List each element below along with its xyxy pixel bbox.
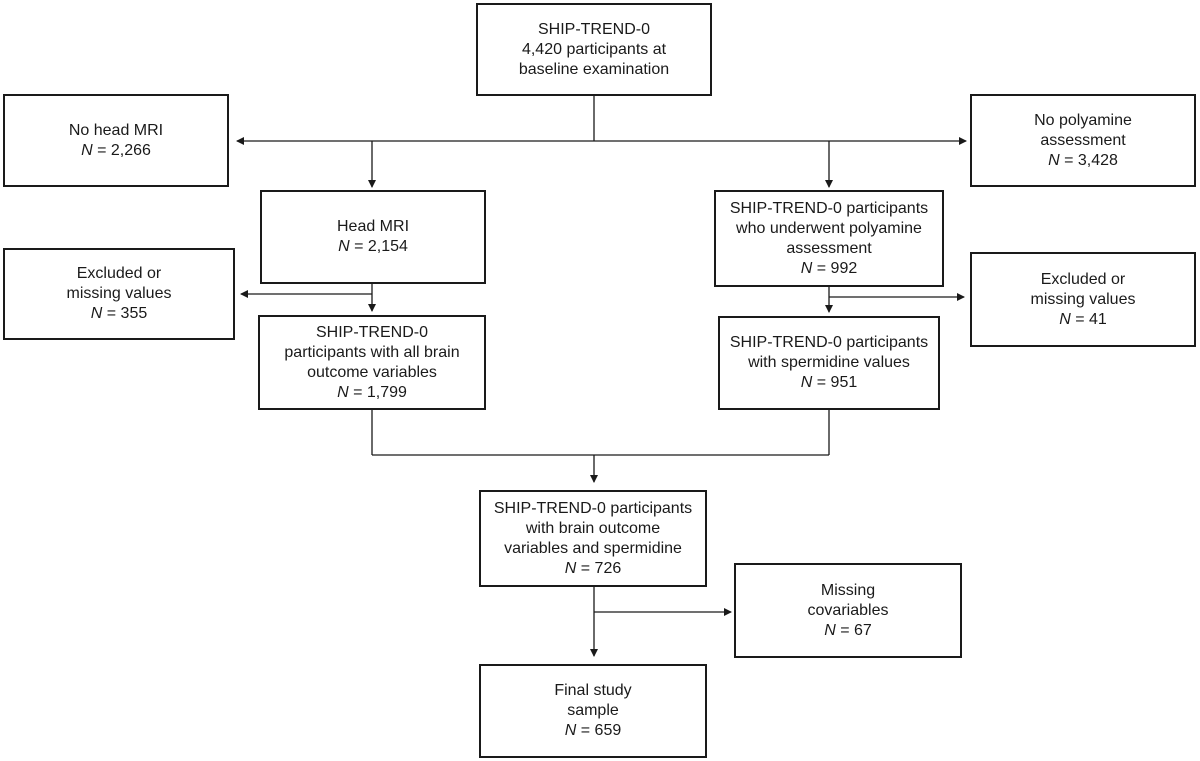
box-no-polyamine: No polyamine assessment N = 3,428 bbox=[970, 94, 1196, 187]
n-value: = 992 bbox=[812, 259, 858, 277]
box-missing-covariables-line-1: Missing bbox=[820, 581, 876, 599]
box-polyamine-assessed: SHIP-TREND-0 participants who underwent … bbox=[714, 190, 944, 287]
box-no-head-mri-line-1: No head MRI bbox=[68, 121, 164, 139]
box-excluded-right: Excluded or missing values N = 41 bbox=[970, 252, 1196, 347]
box-no-polyamine-line-1: No polyamine bbox=[1034, 111, 1132, 129]
n-value: = 2,266 bbox=[92, 141, 151, 159]
box-brain-variables-line-1: SHIP-TREND-0 bbox=[315, 323, 428, 341]
n-label: N bbox=[337, 383, 349, 401]
box-head-mri: Head MRI N = 2,154 bbox=[260, 190, 486, 284]
box-head-mri-line-1: Head MRI bbox=[336, 218, 410, 235]
box-polyamine-assessed-line-1: SHIP-TREND-0 participants bbox=[729, 199, 929, 217]
box-polyamine-assessed-line-3: assessment bbox=[786, 239, 872, 257]
n-label: N bbox=[90, 305, 103, 322]
n-value: = 355 bbox=[102, 305, 148, 322]
box-brain-variables-line-3: outcome variables bbox=[307, 363, 437, 381]
n-value: = 2,154 bbox=[349, 238, 408, 255]
n-value: = 3,428 bbox=[1059, 151, 1118, 169]
box-excluded-left-count: N = 355 bbox=[91, 304, 148, 324]
box-spermidine-count: N = 951 bbox=[801, 373, 858, 393]
n-value: = 659 bbox=[576, 722, 622, 739]
box-brain-variables: SHIP-TREND-0 participants with all brain… bbox=[258, 315, 486, 410]
n-label: N bbox=[338, 238, 350, 255]
box-spermidine-line-2: with spermidine values bbox=[748, 354, 910, 371]
box-baseline-line-3: baseline examination bbox=[518, 60, 670, 78]
box-no-head-mri-count: N = 2,266 bbox=[81, 141, 151, 161]
box-baseline-line-1: SHIP-TREND-0 bbox=[537, 20, 650, 38]
box-excluded-right-line-2: missing values bbox=[1030, 290, 1136, 308]
box-spermidine-line-1: SHIP-TREND-0 participants bbox=[729, 334, 929, 351]
box-combined-line-1: SHIP-TREND-0 participants bbox=[493, 499, 693, 517]
box-combined-line-3: variables and spermidine bbox=[504, 539, 682, 557]
box-missing-covariables-count: N = 67 bbox=[824, 621, 872, 641]
box-combined: SHIP-TREND-0 participants with brain out… bbox=[479, 490, 707, 587]
box-no-head-mri: No head MRI N = 2,266 bbox=[3, 94, 229, 187]
box-final-sample-line-1: Final study bbox=[554, 682, 632, 699]
n-label: N bbox=[564, 722, 577, 739]
n-label: N bbox=[800, 374, 813, 391]
n-label: N bbox=[81, 141, 93, 159]
box-head-mri-count: N = 2,154 bbox=[338, 237, 408, 257]
box-brain-variables-line-2: participants with all brain bbox=[284, 343, 460, 361]
box-excluded-left-line-2: missing values bbox=[66, 285, 172, 302]
n-label: N bbox=[824, 621, 836, 639]
box-excluded-left-line-1: Excluded or bbox=[76, 265, 162, 282]
box-missing-covariables: Missing covariables N = 67 bbox=[734, 563, 962, 658]
n-value: = 67 bbox=[835, 621, 872, 639]
box-baseline-line-2: 4,420 participants at bbox=[521, 40, 667, 58]
n-label: N bbox=[800, 259, 813, 277]
box-combined-count: N = 726 bbox=[565, 559, 622, 579]
box-final-sample-count: N = 659 bbox=[565, 721, 622, 741]
box-spermidine: SHIP-TREND-0 participants with spermidin… bbox=[718, 316, 940, 410]
box-excluded-right-count: N = 41 bbox=[1059, 310, 1107, 330]
box-final-sample-line-2: sample bbox=[567, 702, 619, 719]
box-no-polyamine-line-2: assessment bbox=[1040, 131, 1126, 149]
box-combined-line-2: with brain outcome bbox=[525, 519, 661, 537]
box-baseline: SHIP-TREND-0 4,420 participants at basel… bbox=[476, 3, 712, 96]
box-brain-variables-count: N = 1,799 bbox=[337, 383, 407, 403]
box-polyamine-assessed-count: N = 992 bbox=[801, 259, 858, 279]
box-polyamine-assessed-line-2: who underwent polyamine bbox=[736, 219, 922, 237]
box-excluded-left: Excluded or missing values N = 355 bbox=[3, 248, 235, 340]
n-value: = 41 bbox=[1070, 310, 1107, 328]
n-label: N bbox=[1048, 151, 1060, 169]
n-value: = 1,799 bbox=[348, 383, 407, 401]
n-label: N bbox=[564, 559, 577, 577]
n-value: = 726 bbox=[576, 559, 622, 577]
n-label: N bbox=[1059, 310, 1071, 328]
box-excluded-right-line-1: Excluded or bbox=[1040, 270, 1126, 288]
box-final-sample: Final study sample N = 659 bbox=[479, 664, 707, 758]
box-missing-covariables-line-2: covariables bbox=[807, 601, 889, 619]
box-no-polyamine-count: N = 3,428 bbox=[1048, 151, 1118, 171]
n-value: = 951 bbox=[812, 374, 858, 391]
